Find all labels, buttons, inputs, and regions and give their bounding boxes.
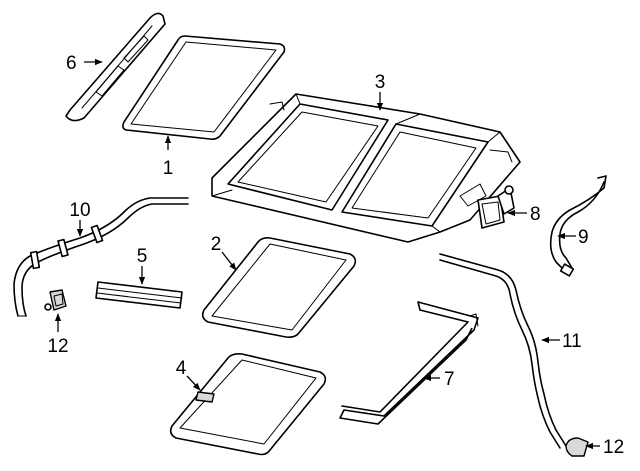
callout-12-right: 12	[603, 437, 624, 458]
part-5-seal-strip	[95, 281, 183, 309]
part-4-sunshade-frame	[169, 353, 327, 456]
part-12-clip-right	[565, 437, 589, 457]
part-12-clip-left	[44, 289, 67, 311]
callout-9: 9	[578, 227, 589, 248]
callout-2: 2	[211, 234, 222, 255]
part-3-sunroof-frame	[211, 93, 521, 243]
callout-5: 5	[137, 246, 148, 267]
callout-11: 11	[562, 331, 582, 352]
part-8-motor	[477, 185, 515, 229]
callout-4: 4	[176, 358, 187, 379]
callout-8: 8	[530, 204, 541, 225]
callout-10: 10	[69, 200, 90, 221]
callout-12-left: 12	[47, 336, 68, 357]
callout-6: 6	[66, 53, 77, 74]
leader-lines	[54, 58, 600, 450]
part-10-drain-hose	[13, 197, 189, 317]
part-1-glass-panel	[122, 35, 286, 140]
part-11-drain-hose	[439, 253, 567, 449]
part-6-wind-deflector	[65, 12, 166, 122]
part-7-guide-rail	[339, 301, 479, 425]
part-2-glass-seal	[201, 237, 357, 338]
callout-7: 7	[444, 369, 455, 390]
callout-1: 1	[163, 158, 174, 179]
callout-3: 3	[375, 72, 386, 93]
callout-labels: 6 1 3 8 9 10 5 2 4 7 11 12 12	[47, 53, 624, 458]
part-9-drain-hose	[549, 175, 607, 277]
